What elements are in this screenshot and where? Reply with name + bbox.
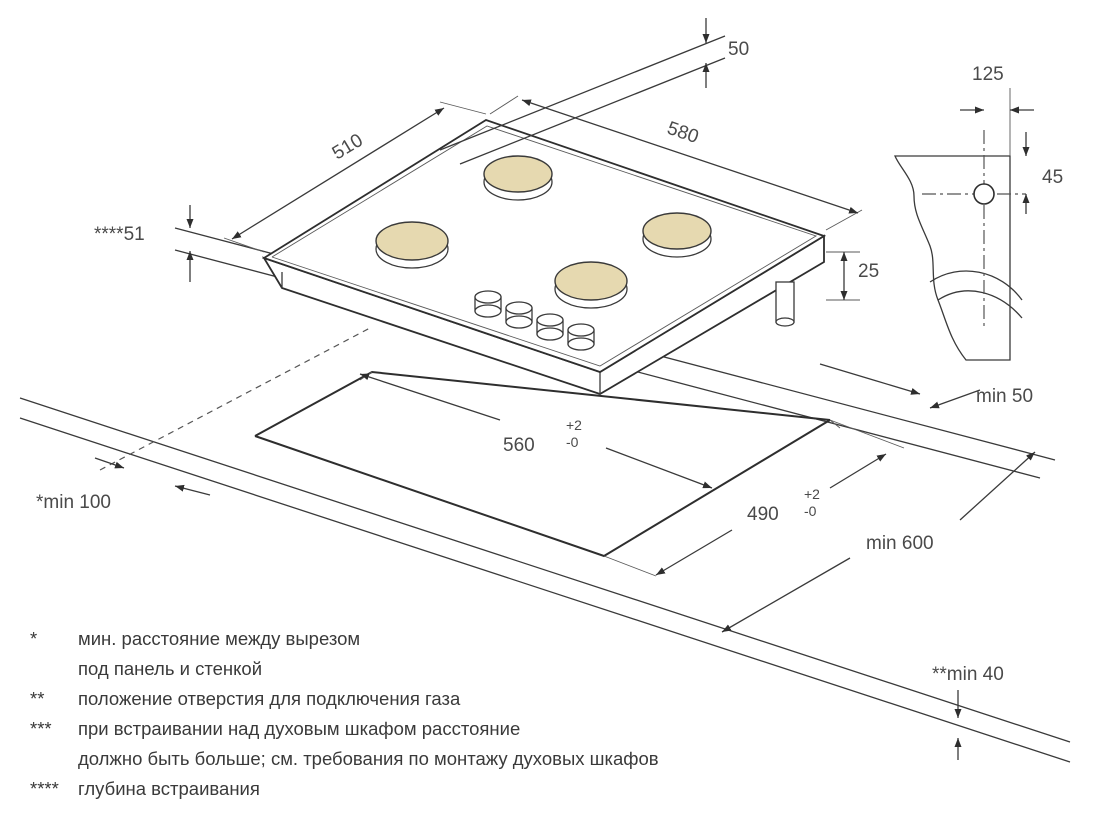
dim-25-label: 25 — [858, 261, 879, 282]
svg-text:+2: +2 — [566, 417, 582, 433]
hob — [261, 119, 827, 395]
control-knobs — [474, 290, 595, 351]
dimension-51: ****51 — [94, 205, 194, 282]
footnote-4: **** глубина встраивания — [30, 778, 260, 799]
dim-min40-label: **min 40 — [932, 664, 1004, 685]
dimension-min40: **min 40 — [932, 664, 1004, 760]
knob-4 — [567, 323, 595, 351]
gas-connection-detail: 125 45 — [894, 64, 1063, 361]
dim-min600-label: min 600 — [866, 533, 934, 554]
dimension-50-top: 50 — [439, 18, 749, 165]
knob-1 — [474, 290, 502, 318]
knob-3 — [536, 313, 564, 341]
footnote-2: ** положение отверстия для подключения г… — [30, 688, 461, 709]
dimension-560: 560 +2 -0 — [359, 371, 841, 489]
svg-text:-0: -0 — [566, 434, 579, 450]
dim-51-label: ****51 — [94, 224, 145, 245]
dimension-490: 490 +2 -0 — [603, 419, 905, 577]
footnotes: * мин. расстояние между вырезом под пане… — [30, 624, 930, 804]
cutout — [99, 327, 831, 558]
svg-text:-0: -0 — [804, 503, 817, 519]
dim-580-label: 580 — [664, 118, 701, 148]
dim-560-label: 560 — [503, 435, 535, 456]
burner-right — [642, 212, 712, 258]
footnote-1: * мин. расстояние между вырезом — [30, 628, 361, 649]
footnote-3-cont: должно быть больше; см. требования по мо… — [78, 748, 659, 769]
dimension-25: 25 — [826, 251, 879, 301]
dim-490-label: 490 — [747, 504, 779, 525]
dim-min100-label: *min 100 — [36, 492, 111, 513]
dimension-min100: *min 100 — [36, 457, 211, 513]
burner-back — [483, 155, 553, 201]
dim-45-label: 45 — [1042, 167, 1063, 188]
dimension-min600: min 600 — [721, 451, 1036, 633]
svg-text:+2: +2 — [804, 486, 820, 502]
dim-min50-label: min 50 — [976, 386, 1033, 407]
burner-front — [554, 261, 628, 309]
footnote-1-cont: под панель и стенкой — [78, 658, 263, 679]
dim-125-label: 125 — [972, 64, 1004, 85]
burner-left — [375, 221, 449, 269]
knob-2 — [505, 301, 533, 329]
dim-50-label: 50 — [728, 39, 749, 60]
footnote-3: *** при встраивании над духовым шкафом р… — [30, 718, 521, 739]
dimension-min50-wall: min 50 — [819, 363, 1033, 409]
